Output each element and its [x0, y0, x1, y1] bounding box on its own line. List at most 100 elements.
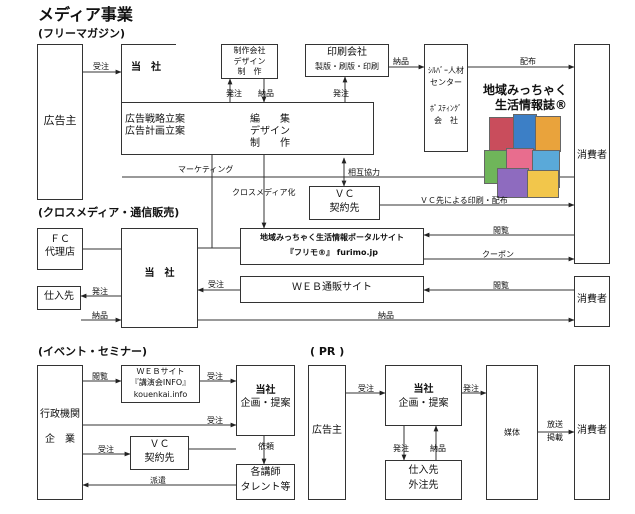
company-box-main: [121, 102, 374, 155]
label-deliver-supplier: 納品: [92, 311, 108, 320]
advertiser-label: 広告主: [43, 114, 77, 127]
pr-supplier-box: [385, 460, 462, 500]
consumer-box-top: [574, 44, 610, 264]
label-distribute: 配布: [520, 57, 536, 66]
label-pr-place-order: 発注: [463, 384, 479, 393]
role-design: デザイン: [250, 126, 290, 137]
label-mutual-cooperation: 相互協力: [348, 168, 380, 177]
label-coupon: クーポン: [482, 250, 514, 259]
fc-label: ＦＣ: [50, 234, 70, 245]
label-deliver-print: 納品: [393, 57, 409, 66]
prod-co-name: 制作会社: [233, 46, 266, 55]
company-box-top: [121, 44, 176, 102]
event-company-label: 当社: [255, 385, 276, 396]
pr-advertiser-label: 広告主: [312, 425, 342, 436]
label-order-web: 受注: [208, 280, 224, 289]
event-web-url: kouenkai.info: [133, 390, 188, 399]
label-browse-web: 閲覧: [493, 281, 509, 290]
portal-site-box: [240, 228, 424, 265]
label-event-order: 受注: [207, 372, 223, 381]
magazine-title-line2: 生活情報誌®: [495, 98, 568, 112]
gov-label: 行政機関: [40, 409, 80, 420]
label-place-order-supplier: 発注: [92, 287, 108, 296]
print-co-services: 製版・刷版・印刷: [315, 62, 379, 71]
silver-line1: ｼﾙﾊﾞｰ人材: [428, 66, 464, 75]
vc-partner-label: 契約先: [329, 203, 360, 214]
web-shop-box: [240, 276, 424, 303]
label-browse: 閲覧: [493, 226, 509, 235]
event-vc-label: ＶＣ: [149, 439, 170, 450]
pr-heading: ( PR ): [310, 345, 345, 358]
label-place-order-print: 発注: [333, 89, 349, 98]
production-company-box: [221, 44, 278, 79]
supplier-box: [37, 286, 81, 310]
label-place-order: 発注: [226, 89, 242, 98]
label-marketing: マーケティング: [178, 165, 234, 174]
label-crossmedia: クロスメディア化: [232, 188, 296, 197]
magazine-title-line1: 地域みっちゃく: [483, 83, 568, 97]
agency-label: 代理店: [45, 247, 75, 258]
plan-strategy: 広告戦略立案: [125, 114, 185, 125]
silver-line3: ﾎﾟｽﾃｨﾝｸﾞ: [430, 104, 462, 113]
vc-label: ＶＣ: [334, 189, 355, 200]
pr-consumer-box: [574, 365, 610, 500]
label-vc-print: ＶＣ先による印刷・配布: [420, 196, 508, 205]
gov-company-box: [37, 365, 83, 500]
media-box: [486, 365, 538, 500]
silver-line4: 会 社: [434, 116, 458, 125]
event-vc-partner-label: 契約先: [144, 453, 175, 464]
web-shop-label: ＷＥＢ通販サイト: [292, 282, 372, 293]
pr-advertiser-box: [308, 365, 346, 500]
event-website-box: [121, 365, 200, 403]
supplier-label: 仕入先: [44, 291, 74, 302]
print-co-name: 印刷会社: [327, 47, 367, 58]
label-dispatch: 派遣: [150, 476, 166, 485]
label-deliver: 納品: [258, 89, 274, 98]
fc-agency-box: [37, 228, 83, 270]
company-label: 当 社: [131, 62, 161, 73]
role-editing: 編 集: [250, 114, 290, 125]
event-planning-label: 企画・提案: [240, 398, 291, 409]
label-request: 依頼: [258, 442, 274, 451]
label-pr-deliver: 納品: [430, 444, 446, 453]
label-broadcast: 放送: [547, 420, 563, 429]
label-event-browse: 閲覧: [92, 372, 108, 381]
pr-supplier-label: 仕入先: [408, 465, 439, 476]
crossmedia-company-box: [121, 228, 198, 328]
label-pr-place-order2: 発注: [393, 444, 409, 453]
crossmedia-company-label: 当 社: [144, 268, 175, 279]
pr-company-label: 当社: [413, 384, 434, 395]
media-business-title: メディア事業: [38, 5, 133, 24]
silver-line2: センター: [430, 78, 462, 87]
pr-company-box: [385, 365, 462, 426]
role-production: 制 作: [250, 138, 290, 149]
companies-label: 企 業: [45, 434, 75, 445]
pr-consumer-label: 消費者: [577, 425, 607, 436]
silver-center-box: [424, 44, 468, 152]
portal-url: 『フリモ®』 furimo.jp: [286, 248, 378, 257]
consumer-label-top: 消費者: [577, 150, 607, 161]
plan-schedule: 広告計画立案: [125, 126, 185, 137]
pr-planning-label: 企画・提案: [398, 398, 449, 409]
label-event-order2: 受注: [207, 416, 223, 425]
advertiser-box: [37, 44, 83, 200]
prod-co-production: 制 作: [237, 67, 262, 76]
crossmedia-heading: (クロスメディア・通信販売): [38, 206, 180, 219]
lecturer-label: 各講師: [250, 467, 281, 478]
talent-label: タレント等: [240, 482, 291, 493]
event-heading: (イベント・セミナー): [38, 345, 148, 358]
label-deliver-consumer: 納品: [378, 311, 394, 320]
portal-title: 地域みっちゃく生活情報ポータルサイト: [260, 233, 404, 242]
event-company-box: [236, 365, 295, 436]
pr-subcontractor-label: 外注先: [408, 480, 439, 491]
prod-co-design: デザイン: [233, 57, 266, 66]
event-web-title: 『講演会INFO』: [130, 378, 191, 387]
label-order: 受注: [93, 62, 109, 71]
consumer-label-bottom: 消費者: [577, 294, 607, 305]
media-label: 媒体: [504, 428, 520, 437]
print-company-box: [305, 44, 389, 77]
label-pr-order: 受注: [358, 384, 374, 393]
consumer-box-bottom: [574, 276, 610, 327]
lecturer-box: [236, 464, 295, 500]
